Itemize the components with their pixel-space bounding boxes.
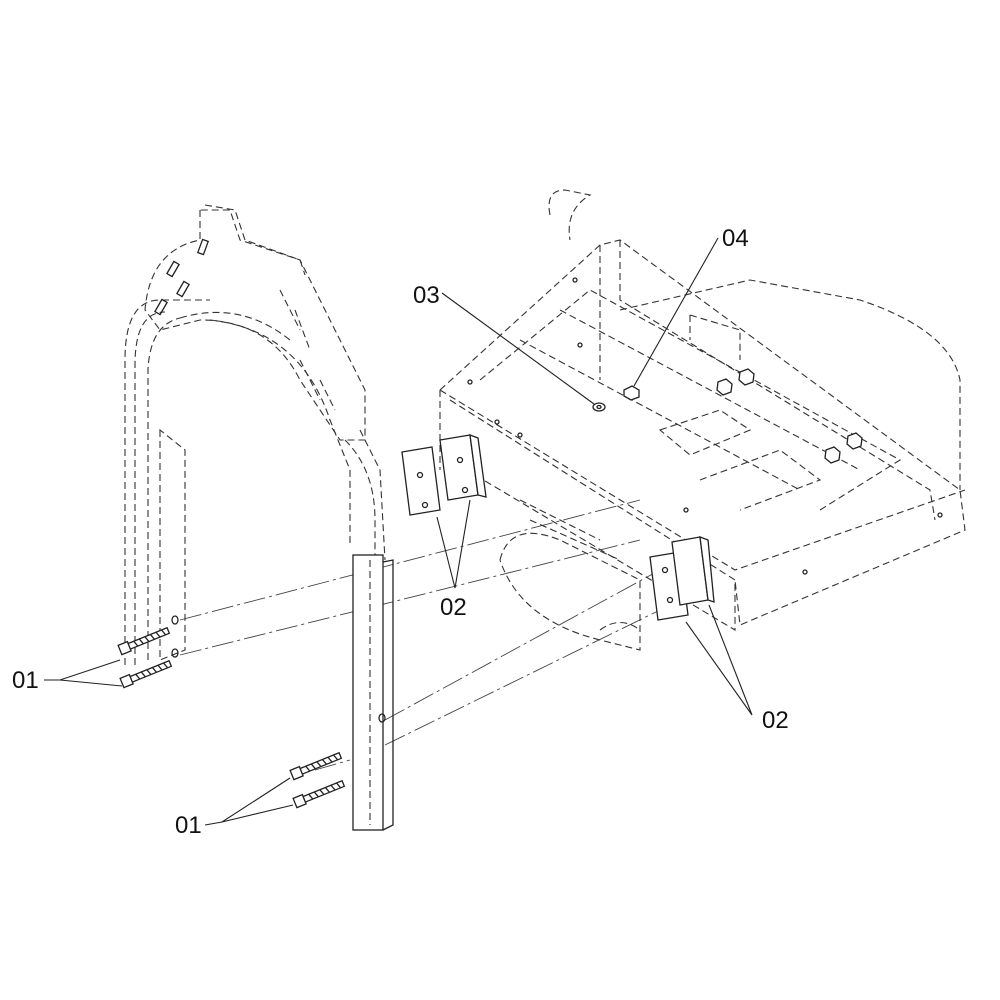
leader-lines: [44, 237, 753, 826]
roll-bar-upright: [352, 554, 384, 831]
callout-02-right: 02: [762, 707, 789, 734]
hex-nuts: [716, 368, 863, 464]
roll-bar-frame: [124, 204, 394, 831]
callout-01-left: 01: [12, 667, 39, 694]
callout-04: 04: [722, 225, 749, 252]
lock-nut: [623, 385, 640, 401]
callout-03: 03: [413, 282, 440, 309]
callout-01-bottom: 01: [175, 812, 202, 839]
bolts: [117, 626, 346, 809]
spacer-blocks-right: [649, 536, 715, 621]
alignment-centerlines: [139, 499, 661, 771]
callout-02-left: 02: [440, 594, 467, 621]
washer: [592, 402, 606, 412]
spacer-blocks-left: [401, 434, 487, 516]
chassis-frame: [439, 189, 966, 651]
